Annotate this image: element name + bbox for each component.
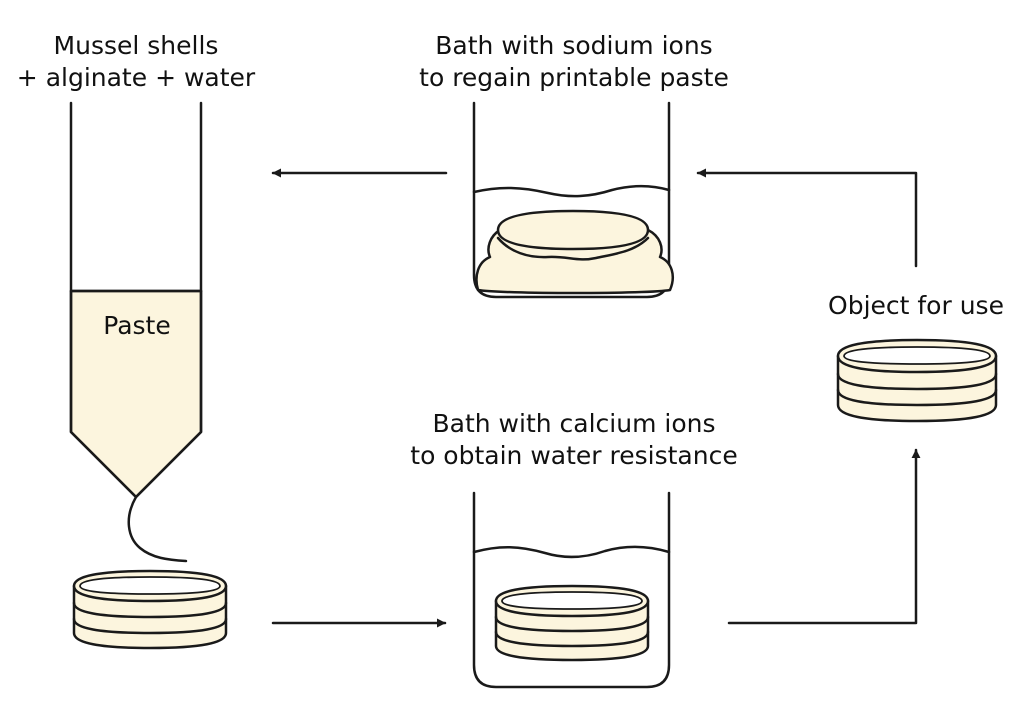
calcium-bath-label: Bath with calcium ions to obtain water r…: [392, 408, 756, 472]
calcium-bath-water-surface: [472, 545, 671, 559]
final-object: [836, 338, 998, 423]
arrow-calcium-bath-to-final-object: [727, 448, 921, 625]
final-object-label: Object for use: [828, 291, 1004, 320]
syringe-label: Mussel shells + alginate + water: [8, 30, 264, 94]
calcium-bath: [472, 491, 671, 689]
sodium-bath-label: Bath with sodium ions to regain printabl…: [392, 30, 756, 94]
calcium-bath-label-line-1: Bath with calcium ions: [432, 409, 716, 438]
sodium-bath-water-surface: [472, 185, 671, 198]
arrow-final-object-to-sodium-bath: [696, 168, 918, 268]
object-in-calcium-bath: [494, 584, 650, 662]
syringe-label-line-2: + alginate + water: [16, 63, 256, 92]
sodium-bath: [472, 101, 674, 299]
extrusion-filament: [127, 495, 188, 563]
syringe-label-line-1: Mussel shells: [53, 31, 219, 60]
calcium-bath-label-line-2: to obtain water resistance: [410, 441, 738, 470]
dissolving-object-drip: [496, 236, 650, 261]
syringe: [69, 101, 203, 563]
dissolving-object-top: [496, 209, 650, 251]
paste-label: Paste: [103, 311, 171, 340]
sodium-bath-label-line-1: Bath with sodium ions: [435, 31, 713, 60]
printed-object: [72, 569, 228, 650]
sodium-bath-label-line-2: to regain printable paste: [419, 63, 729, 92]
calcium-bath-beaker: [472, 491, 671, 689]
